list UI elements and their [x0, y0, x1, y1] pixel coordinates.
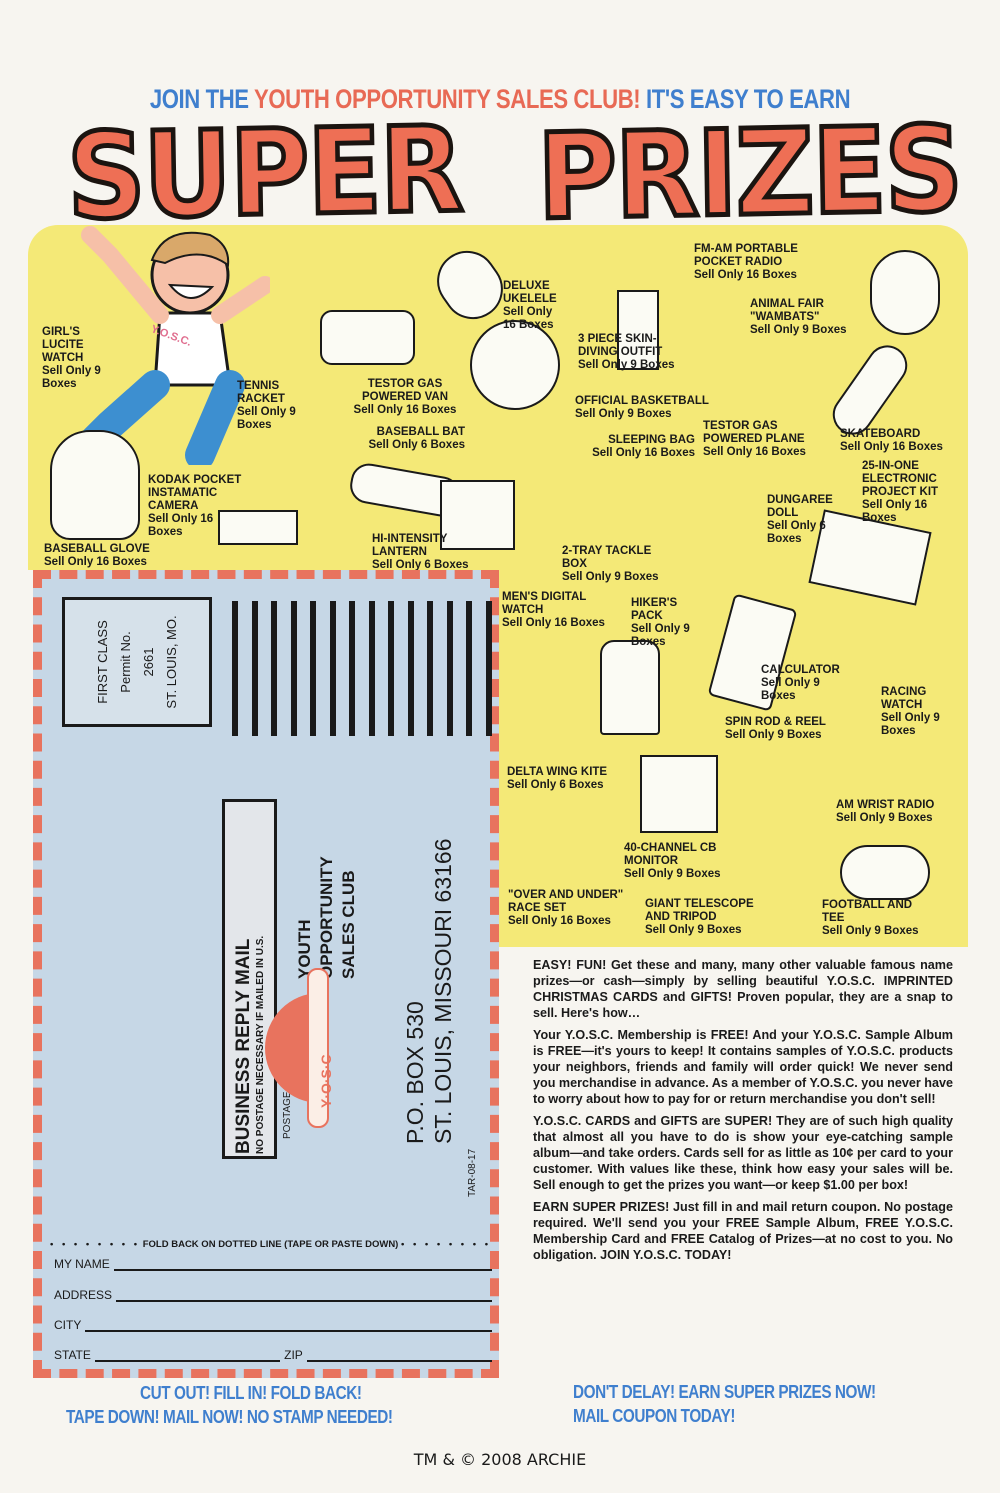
yosc-logo-text: Y·O·S·C [318, 1054, 334, 1108]
promo-paragraph-3: Y.O.S.C. CARDS and GIFTS are SUPER! They… [533, 1114, 953, 1192]
promo-paragraph-4: EARN SUPER PRIZES! Just fill in and mail… [533, 1200, 953, 1262]
header-join-text: JOIN THE [149, 84, 249, 114]
city-label: CITY [54, 1318, 82, 1332]
header-club-name: YOUTH OPPORTUNITY SALES CLUB! [254, 84, 641, 114]
coupon-code: TAR-08-17 [467, 1148, 478, 1197]
permit-number: 2661 [141, 647, 156, 677]
tagline-left-1: CUT OUT! FILL IN! FOLD BACK! [140, 1383, 362, 1403]
baseball-glove-image [50, 430, 140, 540]
zip-label: ZIP [284, 1348, 303, 1362]
tackle-box-image [440, 480, 515, 550]
permit-city: ST. LOUIS, MO. [164, 615, 179, 709]
football-image [840, 845, 930, 900]
postal-bars [232, 601, 492, 736]
promo-paragraph-1: EASY! FUN! Get these and many, many othe… [533, 958, 953, 1020]
city-field[interactable]: CITY [54, 1312, 492, 1332]
camera-image [218, 510, 298, 545]
reply-mail-coupon: FIRST CLASS Permit No. 2661 ST. LOUIS, M… [33, 570, 499, 1378]
header-earn-text: IT'S EASY TO EARN [645, 84, 851, 114]
promo-copy: EASY! FUN! Get these and many, many othe… [533, 957, 953, 1269]
address-city: ST. LOUIS, MISSOURI 63166 [430, 838, 456, 1144]
permit-label: Permit No. [118, 631, 133, 693]
state-zip-field[interactable]: STATE ZIP [54, 1342, 492, 1362]
state-input-line[interactable] [94, 1350, 281, 1362]
city-input-line[interactable] [85, 1320, 492, 1332]
club-name-line2: OPPORTUNITY [317, 856, 336, 979]
header-line: JOIN THE YOUTH OPPORTUNITY SALES CLUB! I… [90, 84, 910, 115]
name-field[interactable]: MY NAME [54, 1251, 492, 1271]
mascot-illustration [70, 226, 270, 465]
tagline-right-1: DON'T DELAY! EARN SUPER PRIZES NOW! [573, 1382, 876, 1402]
prize-wambats: ANIMAL FAIR "WAMBATS"Sell Only 9 Boxes [750, 298, 847, 336]
name-input-line[interactable] [113, 1259, 492, 1271]
yosc-logo [265, 968, 329, 1128]
radio-image [617, 290, 659, 370]
promo-paragraph-2: Your Y.O.S.C. Membership is FREE! And yo… [533, 1028, 953, 1106]
tagline-left-2: TAPE DOWN! MAIL NOW! NO STAMP NEEDED! [66, 1407, 393, 1427]
address-label: ADDRESS [54, 1288, 113, 1302]
tagline-right-2: MAIL COUPON TODAY! [573, 1406, 736, 1426]
cb-monitor-image [640, 755, 718, 833]
business-reply-title: BUSINESS REPLY MAIL [233, 938, 254, 1154]
state-label: STATE [54, 1348, 91, 1362]
business-reply-box: BUSINESS REPLY MAIL NO POSTAGE NECESSARY… [222, 799, 277, 1159]
club-name-line3: SALES CLUB [339, 870, 358, 979]
van-image [320, 310, 415, 365]
name-label: MY NAME [54, 1257, 110, 1271]
address-po-box: P.O. BOX 530 [402, 1001, 428, 1144]
zip-input-line[interactable] [306, 1350, 492, 1362]
copyright-notice: TM & © 2008 ARCHIE [413, 1450, 587, 1469]
wambat-image [870, 250, 940, 335]
permit-first-class: FIRST CLASS [95, 620, 110, 704]
address-field[interactable]: ADDRESS [54, 1282, 492, 1302]
basketball-image [470, 320, 560, 410]
permit-box: FIRST CLASS Permit No. 2661 ST. LOUIS, M… [62, 597, 212, 727]
hikers-pack-image [600, 640, 660, 735]
fold-instruction: • • • • • • • • FOLD BACK ON DOTTED LINE… [50, 1239, 492, 1250]
title-word-prizes: PRIZES [534, 98, 965, 249]
address-input-line[interactable] [116, 1290, 492, 1302]
